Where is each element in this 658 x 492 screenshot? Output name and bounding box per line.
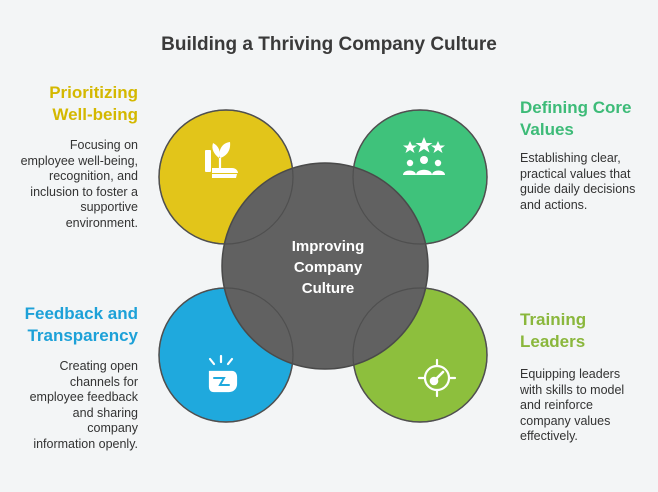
description-line: employee well-being, xyxy=(20,153,138,168)
quadrant-training: Training Leaders Equipping leaders with … xyxy=(520,309,652,445)
description-line: inclusion to foster a xyxy=(30,184,138,199)
heading-line: Feedback and xyxy=(24,304,138,323)
center-label-line: Improving xyxy=(291,238,365,255)
description-line: Equipping leaders xyxy=(520,367,621,381)
description-line: and sharing xyxy=(72,405,138,420)
quadrant-well-being: Prioritizing Well-being Focusing on empl… xyxy=(10,82,138,231)
description-line: environment. xyxy=(65,215,138,230)
heading-line: Transparency xyxy=(27,326,138,345)
description-line: effectively. xyxy=(520,429,578,443)
description-line: guide daily decisions xyxy=(520,182,636,196)
quadrant-core-values: Defining Core Values Establishing clear,… xyxy=(520,97,652,213)
quadrant-heading: Training Leaders xyxy=(520,309,652,353)
target-gauge-icon xyxy=(417,358,457,398)
quadrant-description: Establishing clear, practical values tha… xyxy=(520,151,652,213)
diagram-title: Building a Thriving Company Culture xyxy=(161,34,497,55)
description-line: Establishing clear, xyxy=(520,151,621,165)
plant-in-hand-icon xyxy=(205,142,238,178)
quadrant-description: Focusing on employee well-being, recogni… xyxy=(10,138,138,231)
heading-line: Training xyxy=(520,310,587,329)
heading-line: Defining Core xyxy=(520,98,632,117)
description-line: with skills to model xyxy=(520,382,625,397)
circle-center xyxy=(221,162,429,370)
quadrant-description: Creating open channels for employee feed… xyxy=(10,359,138,452)
quadrant-heading: Defining Core Values xyxy=(520,97,652,141)
description-line: company values xyxy=(520,413,611,428)
center-label-line: Culture xyxy=(301,280,355,297)
description-line: employee feedback xyxy=(29,390,138,404)
outline-training xyxy=(352,287,488,423)
outline-core-values xyxy=(352,109,488,245)
description-line: company xyxy=(87,421,138,435)
outline-feedback xyxy=(158,287,294,423)
quadrant-feedback: Feedback and Transparency Creating open … xyxy=(10,303,138,452)
description-line: and actions. xyxy=(520,197,588,212)
description-line: Creating open xyxy=(59,359,138,373)
heading-line: Prioritizing xyxy=(49,83,138,102)
quadrant-description: Equipping leaders with skills to model a… xyxy=(520,367,652,445)
description-line: supportive xyxy=(80,200,138,214)
description-line: recognition, and xyxy=(49,169,138,183)
heading-line: Well-being xyxy=(52,105,138,124)
heading-line: Values xyxy=(520,120,574,139)
description-line: and reinforce xyxy=(520,398,593,412)
center-label: Improving Company Culture xyxy=(258,236,398,299)
quadrant-heading: Feedback and Transparency xyxy=(10,303,138,347)
stars-team-icon xyxy=(403,137,445,175)
description-line: practical values that xyxy=(520,166,631,181)
quadrant-heading: Prioritizing Well-being xyxy=(10,82,138,126)
center-label-line: Company xyxy=(293,259,363,276)
description-line: channels for xyxy=(69,374,138,389)
megaphone-fist-icon xyxy=(208,354,238,393)
outline-well-being xyxy=(158,109,294,245)
heading-line: Leaders xyxy=(520,332,586,351)
description-line: information openly. xyxy=(33,436,138,451)
description-line: Focusing on xyxy=(69,138,138,152)
